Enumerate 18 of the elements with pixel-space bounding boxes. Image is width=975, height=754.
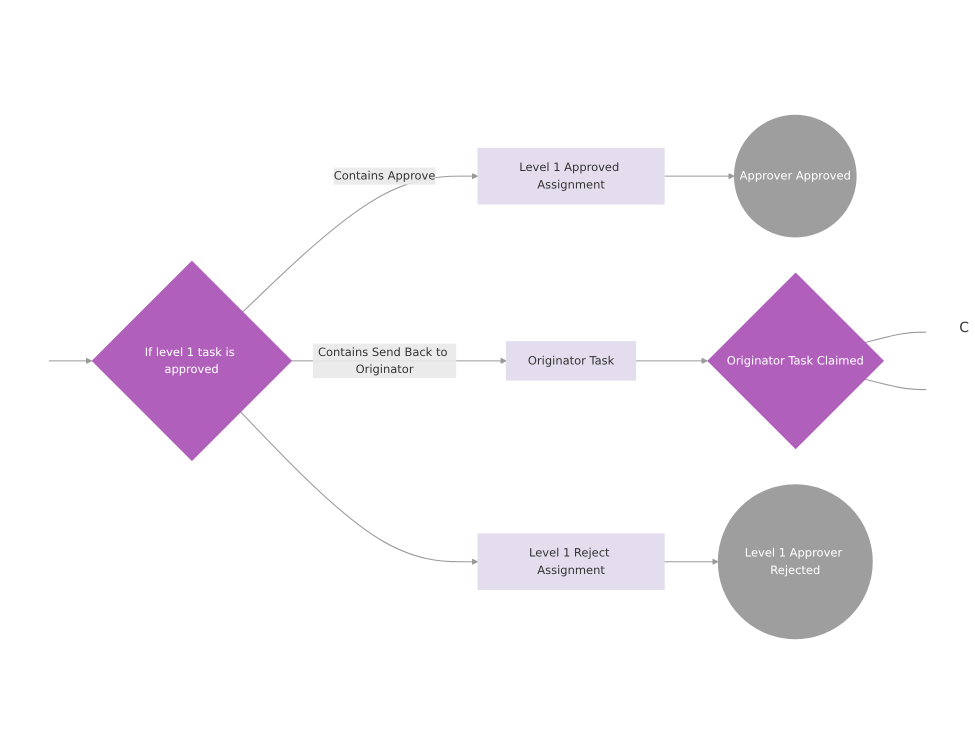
connector: [864, 332, 926, 344]
edge-label: Contains Approve: [334, 168, 436, 183]
node-box: Level 1 Approved Assignment: [477, 148, 665, 204]
arrow: [664, 558, 718, 565]
node-diamond: Originator Task Claimed: [707, 272, 884, 450]
arrow: [242, 172, 478, 312]
arrow: [664, 172, 735, 180]
node-box: Originator Task: [506, 341, 636, 381]
arrow: [48, 358, 92, 364]
node-circle: Level 1 Approver Rejected: [718, 484, 873, 640]
node-box: Level 1 Reject Assignment: [477, 533, 665, 590]
edge-label: Contains Send Back to Originator: [318, 345, 448, 376]
node-circle: Approver Approved: [734, 114, 857, 238]
arrow: [636, 358, 708, 364]
arrow: [240, 411, 478, 565]
connector: [864, 378, 926, 390]
label-text: C: [959, 320, 969, 336]
node-diamond: If level 1 task is approved: [92, 260, 292, 462]
